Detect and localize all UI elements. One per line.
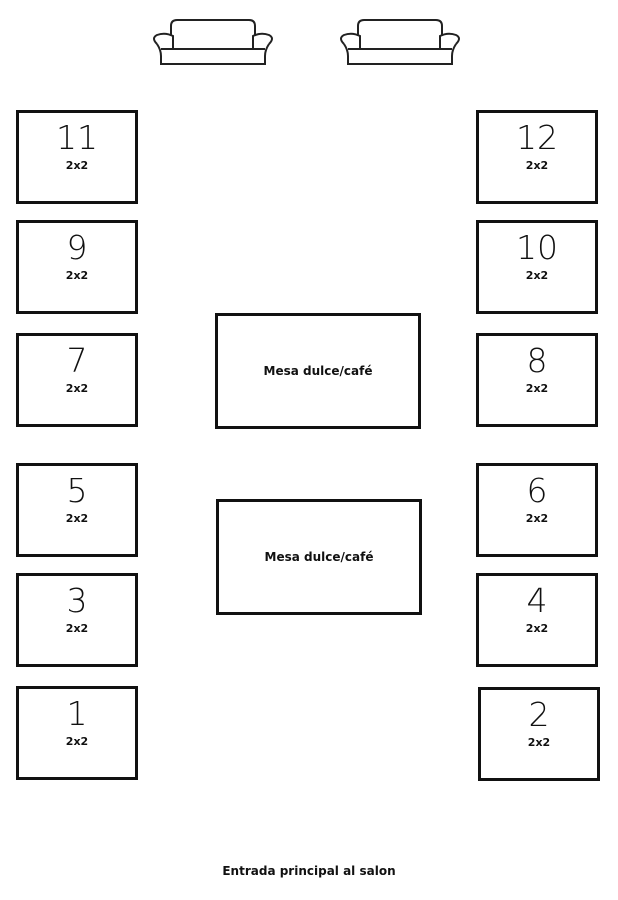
table-size: 2x2 bbox=[65, 159, 89, 172]
table-size: 2x2 bbox=[525, 512, 549, 525]
table-number: 4 bbox=[526, 581, 548, 620]
table-size: 2x2 bbox=[65, 269, 89, 282]
table-number: 1 bbox=[66, 694, 88, 733]
table-number: 5 bbox=[66, 471, 88, 510]
table-number: 12 bbox=[516, 118, 558, 157]
table-size: 2x2 bbox=[525, 269, 549, 282]
table-size: 2x2 bbox=[65, 512, 89, 525]
table-number: 8 bbox=[526, 341, 548, 380]
table-number: 2 bbox=[528, 695, 550, 734]
table-size: 2x2 bbox=[525, 382, 549, 395]
table-number: 11 bbox=[56, 118, 98, 157]
sofa-icon bbox=[153, 19, 273, 65]
dessert-coffee-table: Mesa dulce/café bbox=[216, 499, 422, 615]
table-size: 2x2 bbox=[65, 382, 89, 395]
table-number: 10 bbox=[516, 228, 558, 267]
table-size: 2x2 bbox=[527, 736, 551, 749]
table-size: 2x2 bbox=[65, 735, 89, 748]
dessert-coffee-table: Mesa dulce/café bbox=[215, 313, 421, 429]
main-entrance-label: Entrada principal al salon bbox=[222, 864, 396, 878]
table-number: 9 bbox=[66, 228, 88, 267]
table-size: 2x2 bbox=[525, 159, 549, 172]
table-size: 2x2 bbox=[65, 622, 89, 635]
table-number: 6 bbox=[526, 471, 548, 510]
sofa-icon bbox=[340, 19, 460, 65]
table-size: 2x2 bbox=[525, 622, 549, 635]
table-number: 7 bbox=[66, 341, 88, 380]
table-number: 3 bbox=[66, 581, 88, 620]
